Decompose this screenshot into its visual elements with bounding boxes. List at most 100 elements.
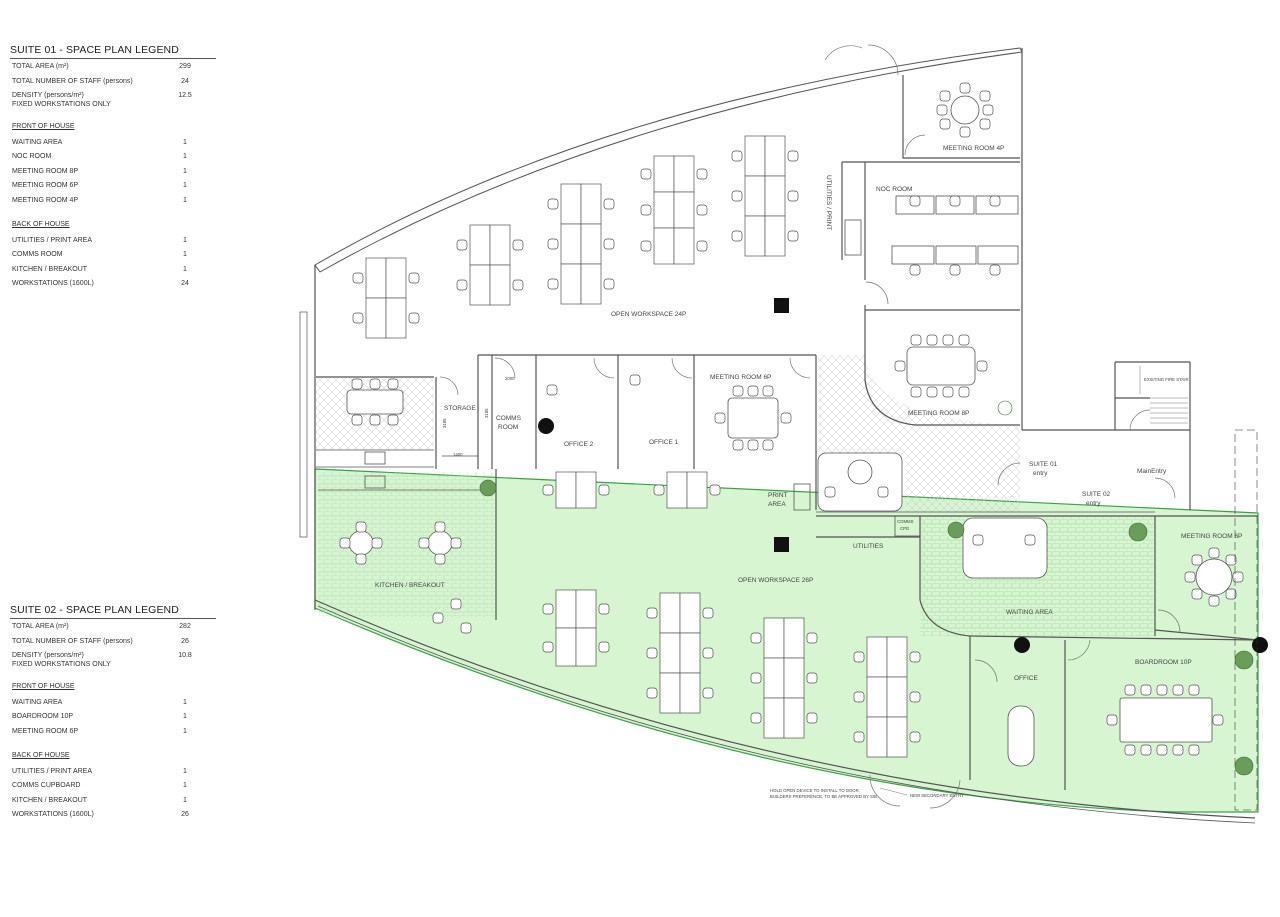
label-office-1: OFFICE 1 (649, 439, 679, 446)
chair (806, 632, 818, 644)
desk (866, 636, 888, 678)
label-office-2: OFFICE 2 (564, 441, 594, 448)
chair (853, 691, 865, 703)
chair (702, 607, 714, 619)
chair (750, 672, 762, 684)
fire-stair (1139, 366, 1188, 424)
dim-1400: 1400 (453, 452, 463, 457)
legend-row: WORKSTATIONS (1600L)26 (10, 809, 216, 824)
legend-value: 299 (179, 63, 191, 70)
chair (958, 386, 970, 398)
legend-value: 10.8 (178, 652, 192, 659)
desk (653, 227, 675, 265)
chair (546, 384, 558, 396)
legend-value: 26 (181, 637, 189, 645)
desk (575, 589, 597, 629)
chair (853, 731, 865, 743)
chair (732, 385, 744, 397)
chair (512, 279, 524, 291)
chair (339, 537, 351, 549)
chair (547, 198, 559, 210)
suite02-legend-title: SUITE 02 - SPACE PLAN LEGEND (10, 604, 216, 619)
legend-row: TOTAL AREA (m²) 299 (10, 61, 216, 76)
chair (780, 412, 792, 424)
label-comms-cpd-1: COMMS (897, 519, 914, 524)
chair (1212, 714, 1224, 726)
chair (824, 486, 836, 498)
chair (702, 647, 714, 659)
legend-value: 1 (183, 698, 187, 706)
chair (787, 230, 799, 242)
legend-value: 282 (179, 623, 191, 630)
desk (886, 716, 908, 758)
chair (640, 240, 652, 252)
chair (603, 198, 615, 210)
desk (489, 264, 511, 306)
chair (959, 82, 971, 94)
chair (942, 334, 954, 346)
chair (989, 264, 1001, 276)
legend-label: TOTAL AREA (m²) (12, 63, 69, 70)
chair (732, 439, 744, 451)
chair (949, 264, 961, 276)
desk (673, 155, 695, 193)
desk (575, 627, 597, 667)
desk (686, 471, 708, 509)
chair (434, 553, 446, 565)
meeting-tables (346, 95, 1233, 767)
label-waiting-area: WAITING AREA (1006, 609, 1053, 616)
legend-value: 1 (183, 153, 187, 160)
suite01-legend-title: SUITE 01 - SPACE PLAN LEGEND (10, 44, 216, 59)
legend-value: 1 (183, 251, 187, 258)
label-open-workspace-26p: OPEN WORKSPACE 26P (738, 577, 813, 584)
label-kitchen-breakout: KITCHEN / BREAKOUT (375, 582, 445, 589)
legend-value: 1 (183, 167, 187, 175)
desk (886, 676, 908, 718)
legend-label: COMMS ROOM (12, 251, 63, 258)
legend-label: NOC ROOM (12, 153, 52, 160)
chair (1172, 744, 1184, 756)
legend-label: BOARDROOM 10P (12, 713, 74, 720)
chair (456, 279, 468, 291)
chair (747, 439, 759, 451)
chair (936, 104, 948, 116)
label-note-2: BUILDERS PREFERENCE, TO BE APPROVED BY S… (770, 794, 877, 799)
label-comms-cpd-2: CPD (900, 526, 909, 531)
suite01-front-heading: FRONT OF HOUSE (12, 123, 75, 130)
desk (489, 224, 511, 266)
label-suite02-entry-2: entry (1086, 500, 1101, 507)
chair (1124, 684, 1136, 696)
chair (1225, 588, 1237, 600)
chair (910, 334, 922, 346)
legend-row: DENSITY (persons/m²) FIXED WORKSTATIONS … (10, 650, 216, 671)
legend-value: 1 (183, 727, 187, 735)
chair (351, 378, 363, 390)
chair (909, 195, 921, 207)
desk (666, 471, 688, 509)
chair (1140, 744, 1152, 756)
desk (469, 264, 491, 306)
label-boardroom-10p: BOARDROOM 10P (1135, 659, 1192, 666)
desk (560, 223, 582, 265)
label-note-1: HOLD OPEN DEVICE TO INSTALL TO DOOR. (770, 788, 860, 793)
suite01-walls (316, 48, 1191, 510)
desk (764, 135, 786, 177)
label-noc-room: NOC ROOM (876, 186, 912, 193)
chair (787, 150, 799, 162)
legend-value: 12.5 (178, 92, 192, 99)
chair (909, 691, 921, 703)
legend-row: COMMS ROOM 1 (10, 249, 216, 264)
chair (646, 687, 658, 699)
chair (979, 118, 991, 130)
chair (1124, 744, 1136, 756)
legend-row: TOTAL AREA (m²)282 (10, 621, 216, 636)
chair (371, 537, 383, 549)
desk (763, 697, 785, 739)
chair (787, 190, 799, 202)
chair (646, 607, 658, 619)
legend-value: 1 (183, 138, 187, 146)
chair (696, 240, 708, 252)
desk (365, 297, 387, 339)
chair (894, 360, 906, 372)
